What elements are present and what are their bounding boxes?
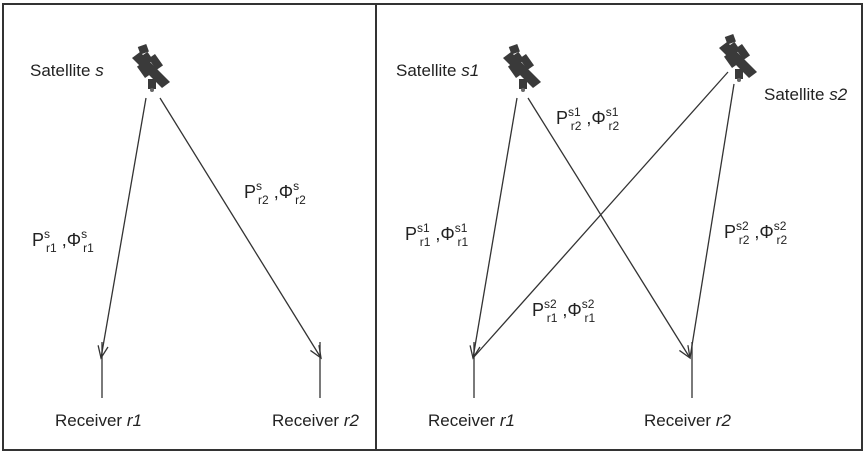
satellite-s1-icon — [503, 43, 541, 92]
ray-s1-to-r2 — [527, 97, 691, 359]
ray-s2-to-r1 — [472, 71, 729, 359]
receiver-r2-label: Receiver r2 — [644, 411, 731, 430]
figure-border — [2, 3, 863, 451]
ray-s-to-r2 — [159, 97, 322, 359]
receiver-r2-label: Receiver r2 — [272, 411, 359, 430]
ray-s1-to-r1 — [472, 97, 518, 359]
receiver-r1-label: Receiver r1 — [55, 411, 142, 430]
receiver-r1-label: Receiver r1 — [428, 411, 515, 430]
satellite-s1-label: Satellite s1 — [396, 61, 479, 80]
satellite-s2-label: Satellite s2 — [764, 85, 848, 104]
satellite-s-label: Satellite s — [30, 61, 104, 80]
ray-s-to-r1 — [100, 97, 147, 359]
satellite-s-icon — [132, 43, 170, 92]
ray-s2-to-r2 — [689, 83, 735, 359]
